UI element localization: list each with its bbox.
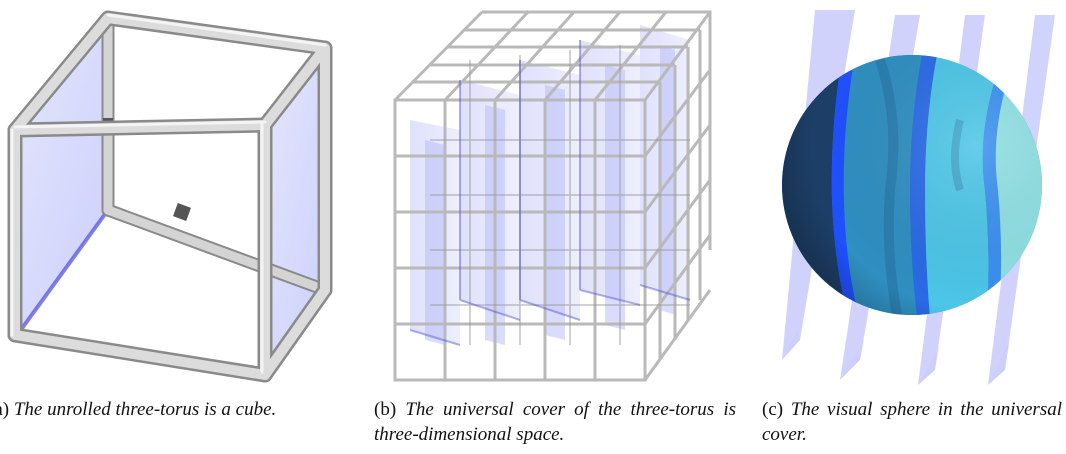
unrolled-cube-illustration — [7, 10, 333, 383]
caption-a: (a) The unrolled three-torus is a cube. — [0, 397, 343, 422]
figure-panel-b: (b) The universal cover of the three-tor… — [370, 0, 740, 454]
caption-c-label: (c) — [762, 399, 784, 420]
caption-b-label: (b) — [374, 399, 397, 420]
caption-a-text: The unrolled three-torus is a cube. — [13, 399, 277, 420]
figure-panel-c: (c) The visual sphere in the universal c… — [760, 0, 1066, 454]
caption-c: (c) The visual sphere in the universal c… — [762, 397, 1062, 447]
caption-a-label: (a) — [0, 399, 10, 420]
caption-b: (b) The universal cover of the three-tor… — [374, 397, 736, 447]
figure-panel-a: (a) The unrolled three-torus is a cube. — [0, 0, 350, 454]
caption-c-text: The visual sphere in the universal cover… — [762, 399, 1062, 445]
caption-b-text: The universal cover of the three-torus i… — [374, 399, 737, 445]
lattice-cube-illustration — [393, 10, 712, 382]
visual-sphere-illustration — [782, 10, 1055, 385]
